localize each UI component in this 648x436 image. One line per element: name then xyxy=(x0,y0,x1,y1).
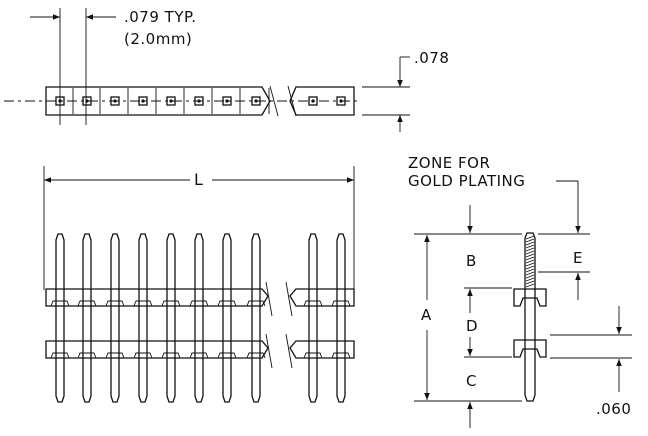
front-pin xyxy=(308,233,318,403)
insulator-notch xyxy=(77,300,97,307)
insulator-notch xyxy=(105,352,125,359)
insulator-notch xyxy=(217,352,237,359)
gold-hatch-line xyxy=(525,256,535,261)
insulator-notch xyxy=(217,300,237,307)
insulator-notch xyxy=(331,300,351,307)
top-pin-dot xyxy=(169,99,173,103)
top-pin-dot xyxy=(225,99,229,103)
top-pin-square xyxy=(166,96,176,106)
insulator-notch xyxy=(133,300,153,307)
side-view xyxy=(414,180,632,428)
pitch-label: .079 TYP. xyxy=(124,8,197,26)
top-pin-dot xyxy=(113,99,117,103)
insulator-notch xyxy=(77,352,97,359)
insulator-notch xyxy=(189,352,209,359)
top-pin-dot xyxy=(141,99,145,103)
top-pin-square xyxy=(336,96,346,106)
front-pin xyxy=(166,233,176,403)
insulator-notch xyxy=(331,352,351,359)
front-pin xyxy=(336,233,346,403)
gold-hatch-line xyxy=(525,274,535,279)
gold-hatch-line xyxy=(525,268,535,273)
gold-hatch-line xyxy=(525,247,535,252)
top-pin-square xyxy=(110,96,120,106)
top-view xyxy=(4,8,410,132)
insulator-notch xyxy=(50,300,70,307)
top-pin-square xyxy=(222,96,232,106)
gold-hatch-line xyxy=(525,253,535,258)
gold-hatch-line xyxy=(525,244,535,249)
front-pin xyxy=(82,233,92,403)
gold-hatch-line xyxy=(525,265,535,270)
front-pin xyxy=(251,233,261,403)
pitch-mm-label: (2.0mm) xyxy=(124,30,193,48)
top-pin-square xyxy=(82,96,92,106)
gold-hatch-line xyxy=(525,241,535,246)
top-pin-square xyxy=(251,96,261,106)
pin-size-label: .060 xyxy=(596,400,632,418)
dimension-e-label: E xyxy=(573,249,583,267)
front-view xyxy=(43,166,355,403)
dimension-a-label: A xyxy=(421,306,432,324)
thickness-label: .078 xyxy=(414,49,450,67)
insulator-notch xyxy=(303,352,323,359)
dimension-d-label: D xyxy=(466,317,479,335)
gold-hatch-line xyxy=(525,283,535,288)
front-pin xyxy=(222,233,232,403)
top-pin-dot xyxy=(339,99,343,103)
insulator-notch xyxy=(105,300,125,307)
gold-hatch-line xyxy=(525,250,535,255)
gold-hatch-line xyxy=(525,259,535,264)
gold-hatch-line xyxy=(525,235,535,240)
top-pin-square xyxy=(194,96,204,106)
gold-hatch-line xyxy=(525,280,535,285)
top-pin-dot xyxy=(254,99,258,103)
top-pin-square xyxy=(138,96,148,106)
top-pin-dot xyxy=(311,99,315,103)
dimension-c-label: C xyxy=(466,372,477,390)
zone-label-line2: GOLD PLATING xyxy=(408,172,526,190)
zone-label-line1: ZONE FOR xyxy=(408,154,491,172)
gold-hatch-line xyxy=(525,271,535,276)
front-pin xyxy=(194,233,204,403)
gold-hatch-line xyxy=(525,238,535,243)
insulator-notch xyxy=(246,300,266,307)
gold-hatch-line xyxy=(525,277,535,282)
front-pin xyxy=(55,233,65,403)
insulator-notch xyxy=(133,352,153,359)
insulator-notch xyxy=(246,352,266,359)
insulator-notch xyxy=(303,300,323,307)
insulator-notch xyxy=(161,352,181,359)
insulator-notch xyxy=(50,352,70,359)
front-pin xyxy=(138,233,148,403)
length-label: L xyxy=(194,170,204,189)
top-pin-dot xyxy=(197,99,201,103)
insulator-notch xyxy=(189,300,209,307)
front-pin xyxy=(110,233,120,403)
gold-hatch-line xyxy=(525,262,535,267)
dimension-b-label: B xyxy=(466,252,477,270)
insulator-notch xyxy=(161,300,181,307)
top-pin-square xyxy=(308,96,318,106)
